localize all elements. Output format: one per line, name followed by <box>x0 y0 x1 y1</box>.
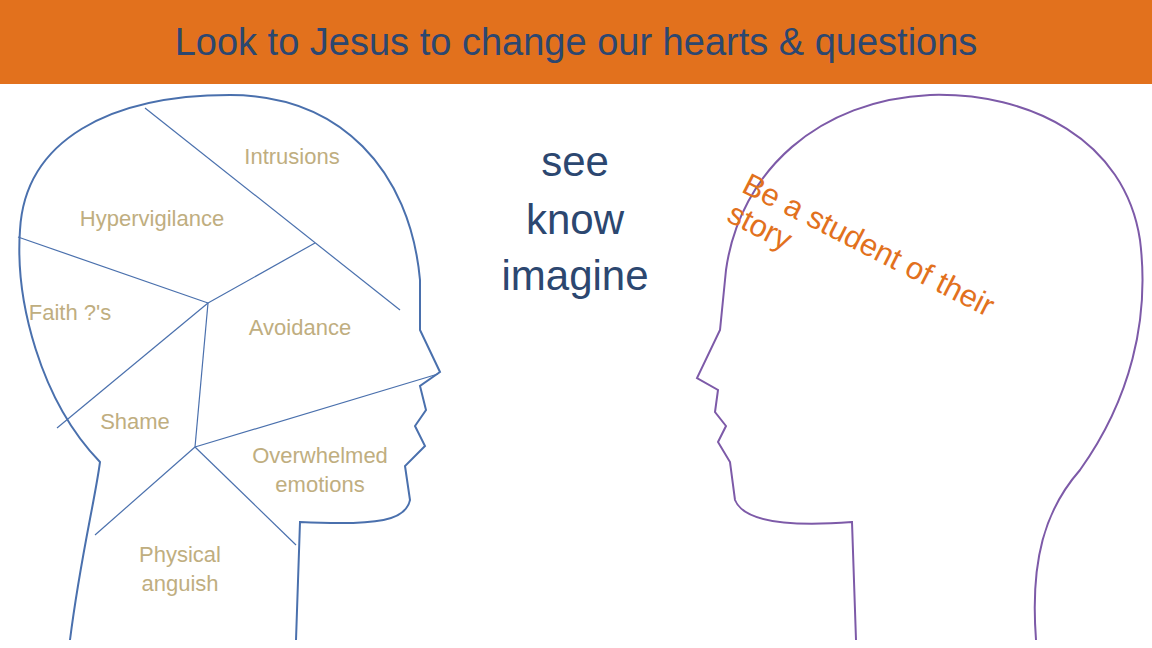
right-head <box>697 95 1143 640</box>
divider-line <box>208 243 315 303</box>
story-note: Be a student of their story <box>722 168 1059 383</box>
region-label: Hypervigilance <box>52 205 252 234</box>
region-label: Physical anguish <box>120 541 240 598</box>
head-outline <box>697 95 1143 640</box>
verb-word: see <box>475 135 675 190</box>
verb-word: know <box>475 193 675 248</box>
left-head <box>19 95 440 640</box>
region-dividers <box>18 108 438 545</box>
title: Look to Jesus to change our hearts & que… <box>0 0 1152 84</box>
divider-line <box>18 237 208 303</box>
divider-line <box>195 374 438 447</box>
divider-line <box>95 447 195 535</box>
head-outline <box>19 95 440 640</box>
divider-line <box>195 303 208 447</box>
region-label: Intrusions <box>212 143 372 172</box>
verb-word: imagine <box>475 249 675 304</box>
region-label: Overwhelmed emotions <box>245 442 395 499</box>
region-label: Avoidance <box>225 314 375 343</box>
region-label: Shame <box>80 408 190 437</box>
region-label: Faith ?'s <box>15 299 125 328</box>
